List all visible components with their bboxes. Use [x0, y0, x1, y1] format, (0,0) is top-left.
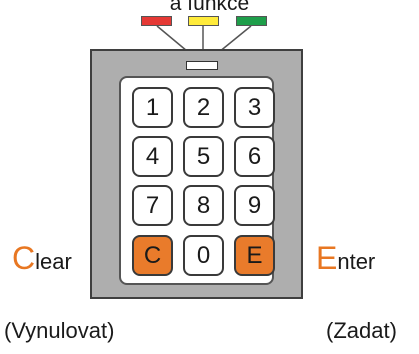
clear-note: (Vynulovat)	[4, 318, 115, 343]
key-6[interactable]: 6	[234, 136, 275, 177]
key-4[interactable]: 4	[132, 136, 173, 177]
enter-label: Enter	[316, 242, 376, 275]
enter-label-rest: nter	[337, 249, 376, 274]
key-7[interactable]: 7	[132, 185, 173, 226]
key-2[interactable]: 2	[183, 87, 224, 128]
enter-note: (Zadat)	[326, 318, 397, 343]
key-0[interactable]: 0	[183, 235, 224, 276]
clear-label-rest: lear	[35, 249, 72, 274]
key-1[interactable]: 1	[132, 87, 173, 128]
clear-label-initial: C	[12, 240, 36, 276]
yellow-led	[188, 16, 219, 26]
enter-label-initial: E	[316, 240, 338, 276]
key-3[interactable]: 3	[234, 87, 275, 128]
key-9[interactable]: 9	[234, 185, 275, 226]
key-5[interactable]: 5	[183, 136, 224, 177]
red-led	[141, 16, 172, 26]
top-label: a funkce	[169, 0, 250, 15]
clear-label: Clear	[12, 242, 72, 275]
key-8[interactable]: 8	[183, 185, 224, 226]
green-led	[236, 16, 267, 26]
status-indicator	[186, 61, 218, 70]
key-c[interactable]: C	[132, 235, 173, 276]
key-e[interactable]: E	[234, 235, 275, 276]
